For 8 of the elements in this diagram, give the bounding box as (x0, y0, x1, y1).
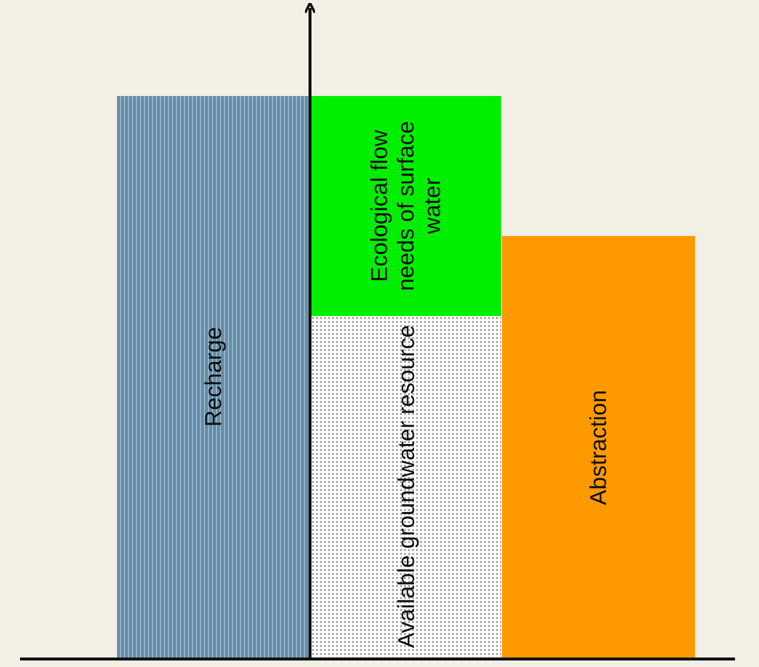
bar-label: Available groundwater resource (392, 325, 420, 649)
ecological-flow-block (311, 96, 501, 316)
bar-label: Recharge (200, 327, 227, 427)
bar-label: Abstraction (585, 390, 612, 506)
recharge-bar (117, 96, 310, 658)
abstraction-bar (502, 236, 695, 660)
bar-label: Ecological flow needs of surface water (366, 120, 446, 294)
groundwater-resource-block (311, 316, 501, 658)
